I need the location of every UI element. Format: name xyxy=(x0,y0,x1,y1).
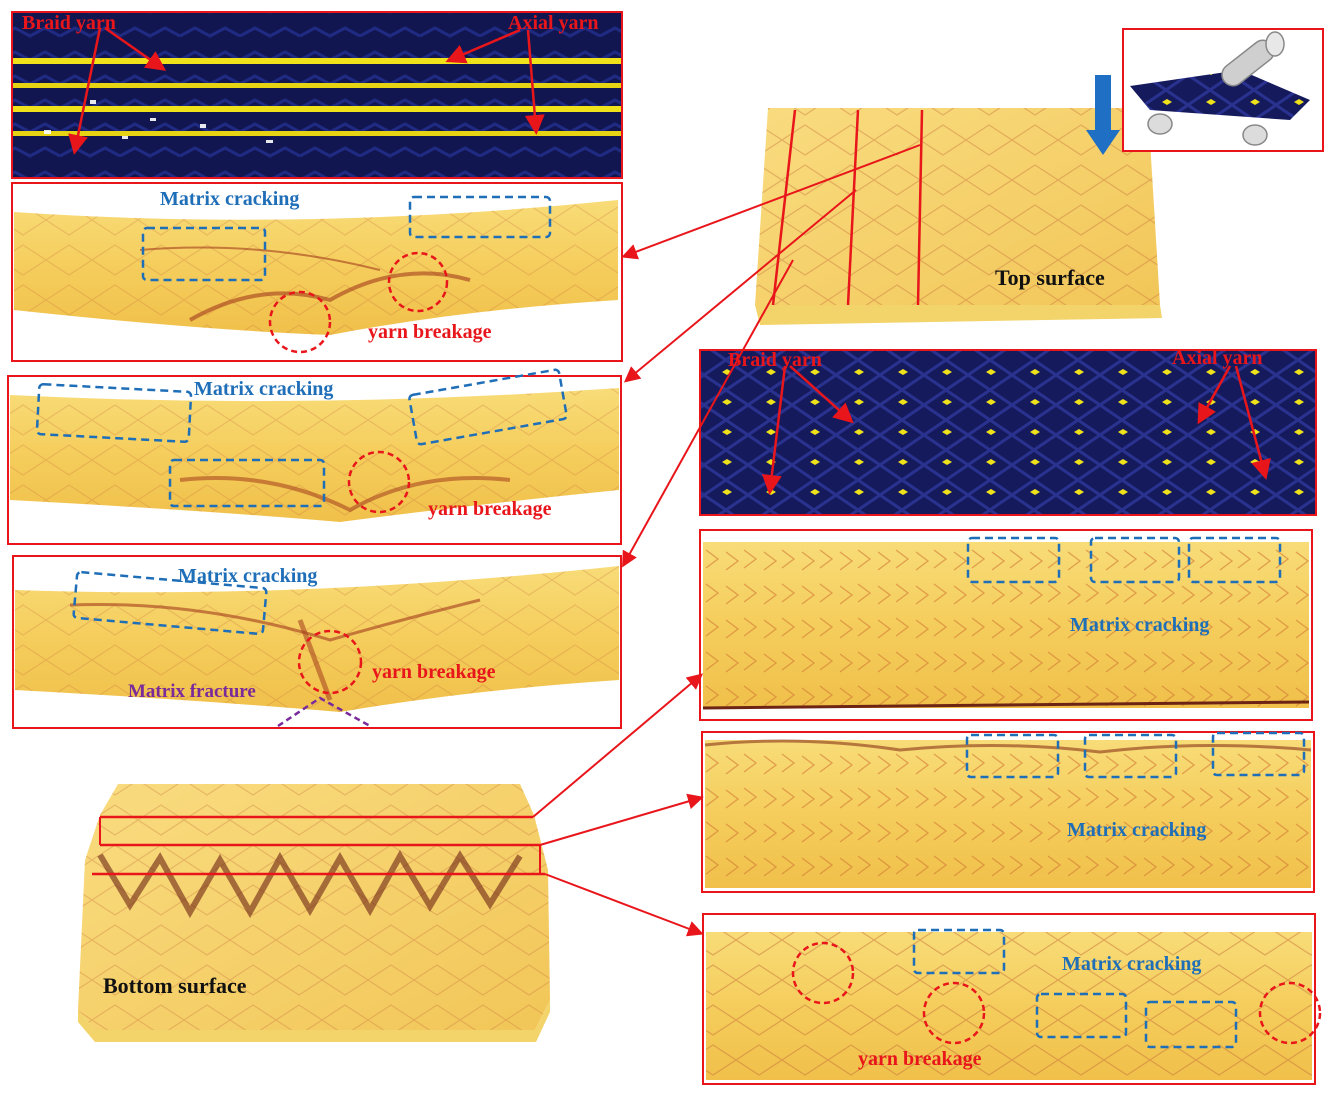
matrix-cracking-label-3: Matrix cracking xyxy=(178,565,317,587)
yarn-breakage-label-3: yarn breakage xyxy=(372,661,496,683)
matrix-cracking-label-r3: Matrix cracking xyxy=(1062,953,1201,975)
surface-panel-2: Matrix cracking xyxy=(701,731,1315,893)
axial-yarn-side-view-panel: Braid yarn Axial yarn xyxy=(11,11,623,179)
top-surface-label: Top surface xyxy=(995,265,1105,290)
yarn-breakage-label-1: yarn breakage xyxy=(368,321,492,343)
three-point-bending-inset xyxy=(1122,28,1324,152)
axial-yarn-label-top: Axial yarn xyxy=(1172,347,1263,369)
matrix-cracking-label-2: Matrix cracking xyxy=(194,378,333,400)
yarn-breakage-label-2: yarn breakage xyxy=(428,498,552,520)
support-roller-icons xyxy=(1147,113,1268,146)
surface-panel-3: Matrix cracking yarn breakage xyxy=(702,913,1322,1085)
axial-yarn-lines xyxy=(12,58,622,136)
loading-roller-icon xyxy=(1221,31,1285,87)
connector-arrows xyxy=(532,144,921,937)
section-panel-1: Matrix cracking yarn breakage xyxy=(11,182,623,362)
section-panel-2: Matrix cracking yarn breakage xyxy=(7,368,622,545)
top-view-yarn-panel: Braid yarn Axial yarn xyxy=(699,347,1317,516)
bottom-surface-specimen: Bottom surface xyxy=(78,784,550,1042)
top-surface-specimen: Top surface xyxy=(755,75,1162,325)
matrix-cracking-label-1: Matrix cracking xyxy=(160,188,299,210)
matrix-cracking-label-r1: Matrix cracking xyxy=(1070,614,1209,636)
load-arrow-icon xyxy=(1086,75,1120,155)
section-panel-3: Matrix cracking yarn breakage Matrix fra… xyxy=(12,555,622,729)
yarn-breakage-label-r: yarn breakage xyxy=(858,1048,982,1070)
yarn-gaps xyxy=(44,100,273,143)
axial-yarn-label: Axial yarn xyxy=(508,12,599,34)
matrix-cracking-label-r2: Matrix cracking xyxy=(1067,819,1206,841)
braid-yarn-label: Braid yarn xyxy=(22,12,116,34)
braid-yarn-label-top: Braid yarn xyxy=(728,349,822,371)
matrix-fracture-label: Matrix fracture xyxy=(128,681,256,702)
surface-panel-1: Matrix cracking xyxy=(699,529,1313,721)
bottom-surface-label: Bottom surface xyxy=(103,973,247,998)
